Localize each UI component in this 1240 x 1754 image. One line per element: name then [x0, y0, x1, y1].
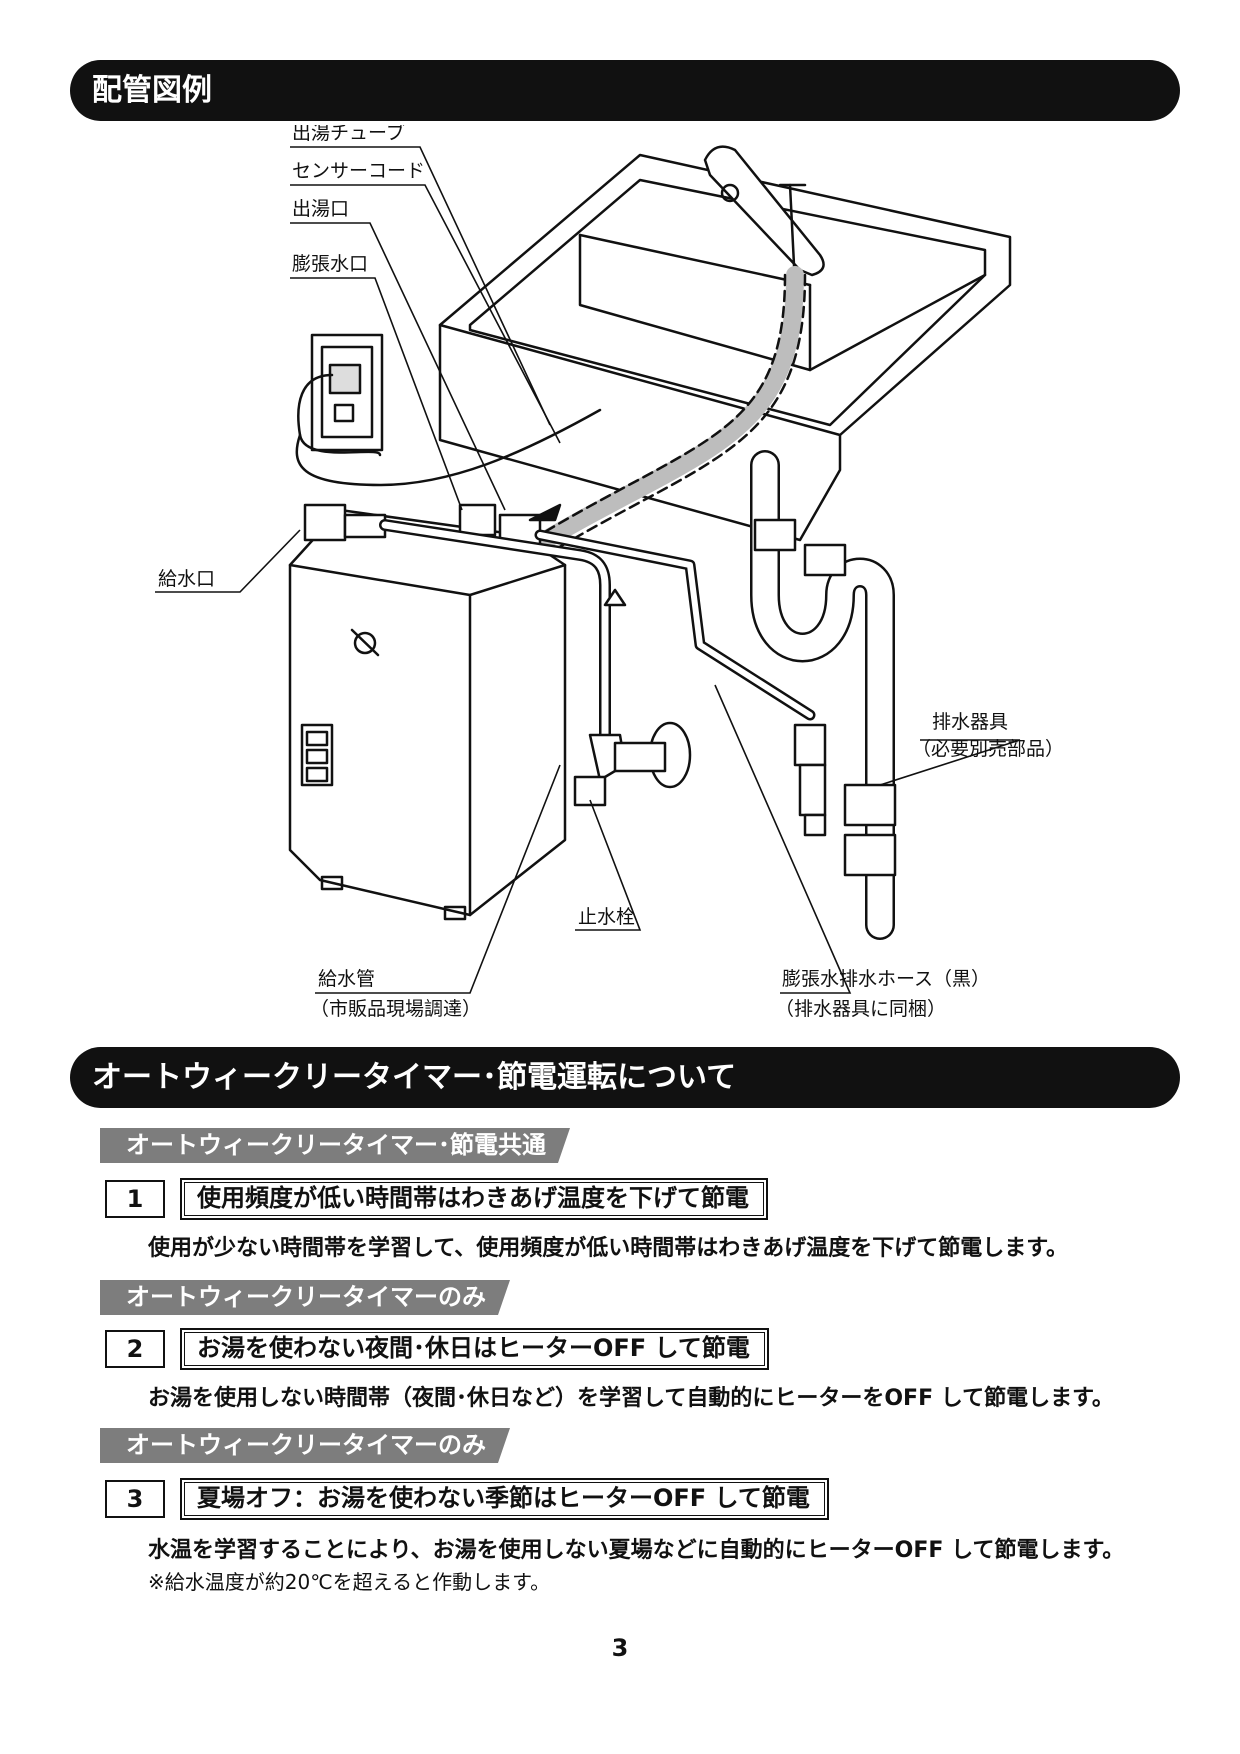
hot-water-tube-illustration	[511, 266, 804, 564]
label-hot-water-tube: 出湯チューブ	[292, 125, 405, 144]
item-2-description: お湯を使用しない時間帯（夜間･休日など）を学習して自動的にヒーターをOFF して…	[148, 1386, 1114, 1411]
item-3-title: 夏場オフ：お湯を使わない季節はヒーターOFF して節電	[184, 1482, 825, 1516]
label-expansion-water-outlet: 膨張水口	[292, 253, 368, 275]
label-drain-fitting: 排水器具	[932, 711, 1008, 733]
label-hot-water-outlet: 出湯口	[292, 198, 349, 220]
section-title-timer-power-saving: オートウィークリータイマー･節電運転について	[70, 1047, 1180, 1108]
item-1-category-tag: オートウィークリータイマー･節電共通	[100, 1128, 570, 1163]
item-3-note: ※給水温度が約20℃を超えると作動します。	[148, 1570, 551, 1594]
section-title-piping-example: 配管図例	[70, 60, 1180, 121]
label-drain-fitting-note: （必要別売部品）	[912, 738, 1064, 760]
label-sensor-cord: センサーコード	[292, 160, 425, 182]
page-number: 3	[611, 1634, 629, 1662]
item-3-description: 水温を学習することにより、お湯を使用しない夏場などに自動的にヒーターOFF して…	[148, 1538, 1125, 1563]
item-1-title: 使用頻度が低い時間帯はわきあげ温度を下げて節電	[184, 1182, 764, 1216]
label-stop-valve: 止水栓	[578, 906, 635, 928]
label-expansion-drain-hose-note: （排水器具に同梱）	[775, 998, 946, 1020]
sink-illustration	[438, 153, 1012, 542]
item-3-category-tag: オートウィークリータイマーのみ	[100, 1428, 510, 1463]
item-3-title-box: 夏場オフ：お湯を使わない季節はヒーターOFF して節電	[180, 1478, 829, 1520]
item-2-number: 2	[105, 1330, 165, 1368]
drain-trap-illustration	[750, 450, 897, 940]
stop-valve-illustration	[573, 588, 692, 807]
item-2-title: お湯を使わない夜間･休日はヒーターOFF して節電	[184, 1332, 765, 1366]
label-water-supply-pipe: 給水管	[318, 968, 375, 990]
item-1-number: 1	[105, 1180, 165, 1218]
label-water-inlet: 給水口	[158, 568, 215, 590]
item-3-number: 3	[105, 1480, 165, 1518]
item-2-category-tag: オートウィークリータイマーのみ	[100, 1280, 510, 1315]
label-water-supply-pipe-note: （市販品現場調達）	[310, 998, 481, 1020]
piping-diagram: 出湯チューブ センサーコード 出湯口 膨張水口 給水口 止水栓 給水管 （市販品…	[155, 125, 1064, 1020]
item-1-description: 使用が少ない時間帯を学習して、使用頻度が低い時間帯はわきあげ温度を下げて節電しま…	[148, 1236, 1069, 1261]
item-2-title-box: お湯を使わない夜間･休日はヒーターOFF して節電	[180, 1328, 769, 1370]
item-1-title-box: 使用頻度が低い時間帯はわきあげ温度を下げて節電	[180, 1178, 768, 1220]
label-expansion-drain-hose: 膨張水排水ホース（黒）	[782, 968, 990, 990]
power-outlet-illustration	[297, 333, 384, 457]
water-heater-unit-illustration	[288, 508, 567, 921]
